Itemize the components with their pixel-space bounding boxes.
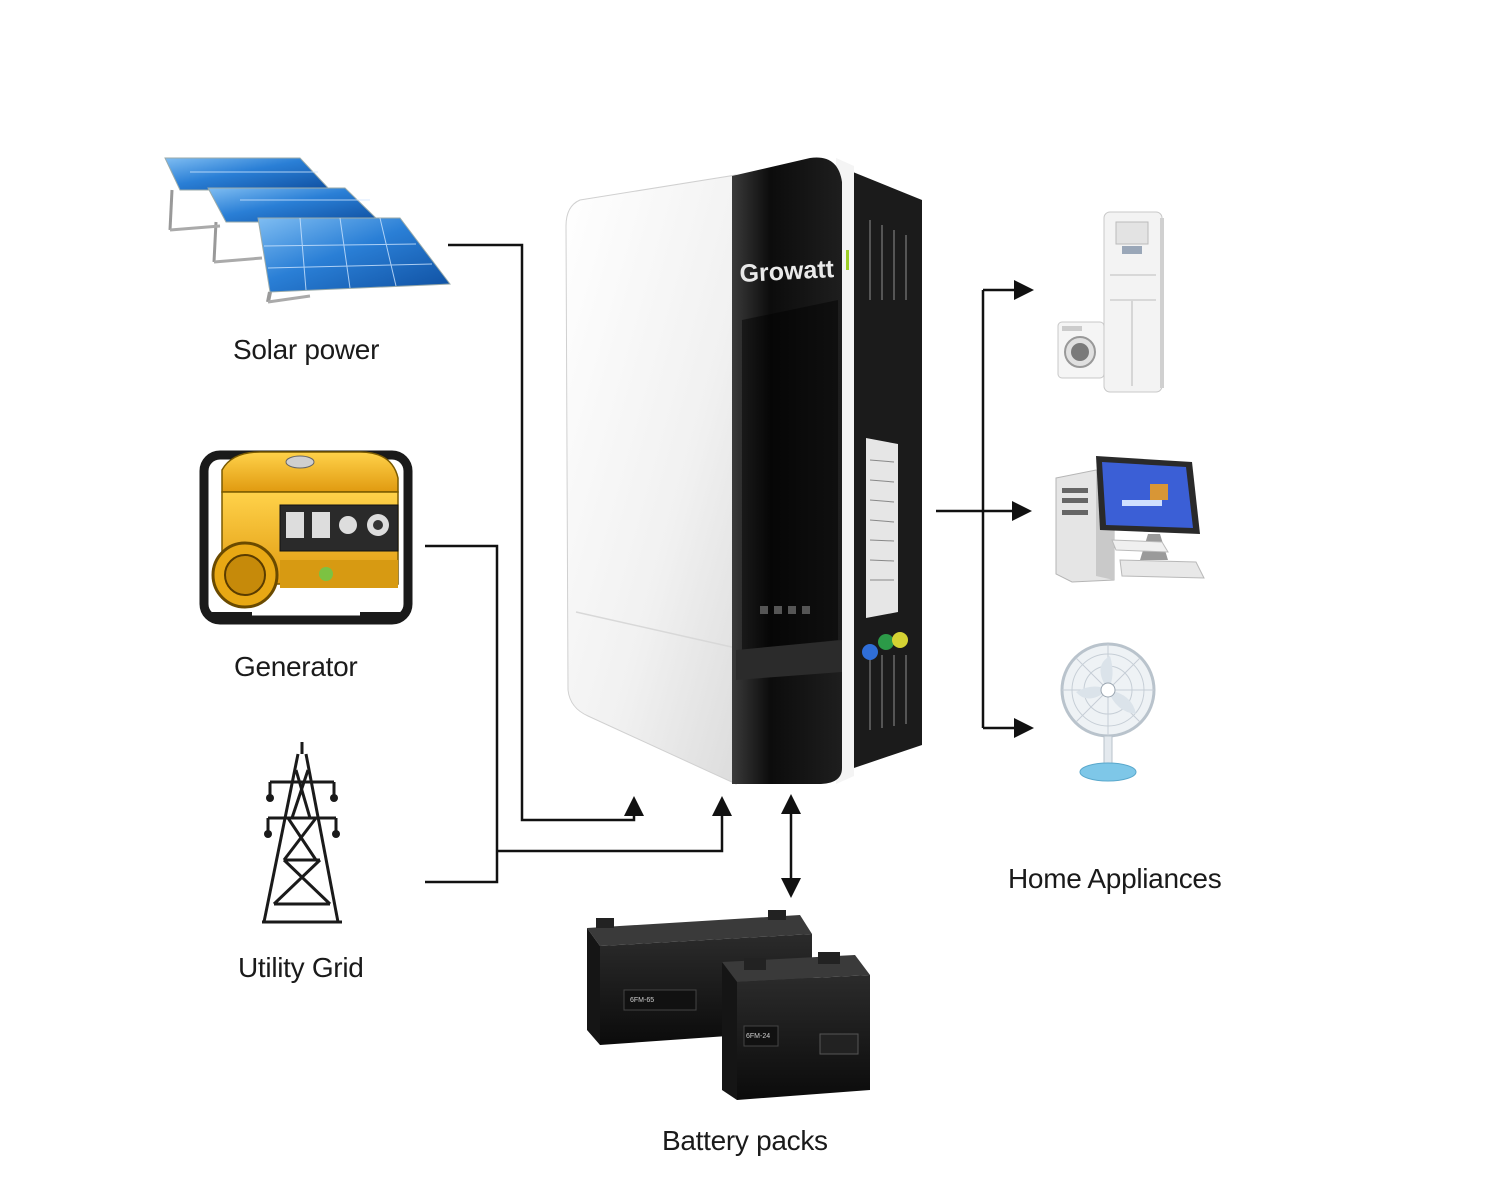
inverter-icon: Growatt (565, 157, 922, 785)
generator-icon (199, 450, 413, 625)
solar-power-label: Solar power (233, 334, 379, 365)
home-appliances-label: Home Appliances (1008, 863, 1221, 894)
utility-grid-label: Utility Grid (238, 952, 364, 983)
air-conditioner-icon (1057, 211, 1164, 393)
battery-large-model: 6FM-65 (630, 997, 654, 1004)
battery-icon: 6FM-65 6FM-24 (587, 910, 870, 1100)
fan-icon (1060, 642, 1156, 782)
generator-label: Generator (234, 651, 357, 682)
generator-line (425, 544, 499, 884)
battery-small-model: 6FM-24 (746, 1033, 770, 1040)
power-tower-insulators (264, 794, 340, 838)
battery-packs-label: Battery packs (662, 1125, 828, 1156)
computer-icon (1055, 456, 1205, 583)
power-tower-icon (262, 742, 342, 924)
inverter-brand-logo: Growatt (739, 255, 835, 288)
solar-panel-icon (164, 157, 451, 304)
connection-lines (425, 243, 1034, 898)
grid-to-inverter-line (497, 796, 732, 853)
solar-to-inverter-line (448, 243, 644, 822)
